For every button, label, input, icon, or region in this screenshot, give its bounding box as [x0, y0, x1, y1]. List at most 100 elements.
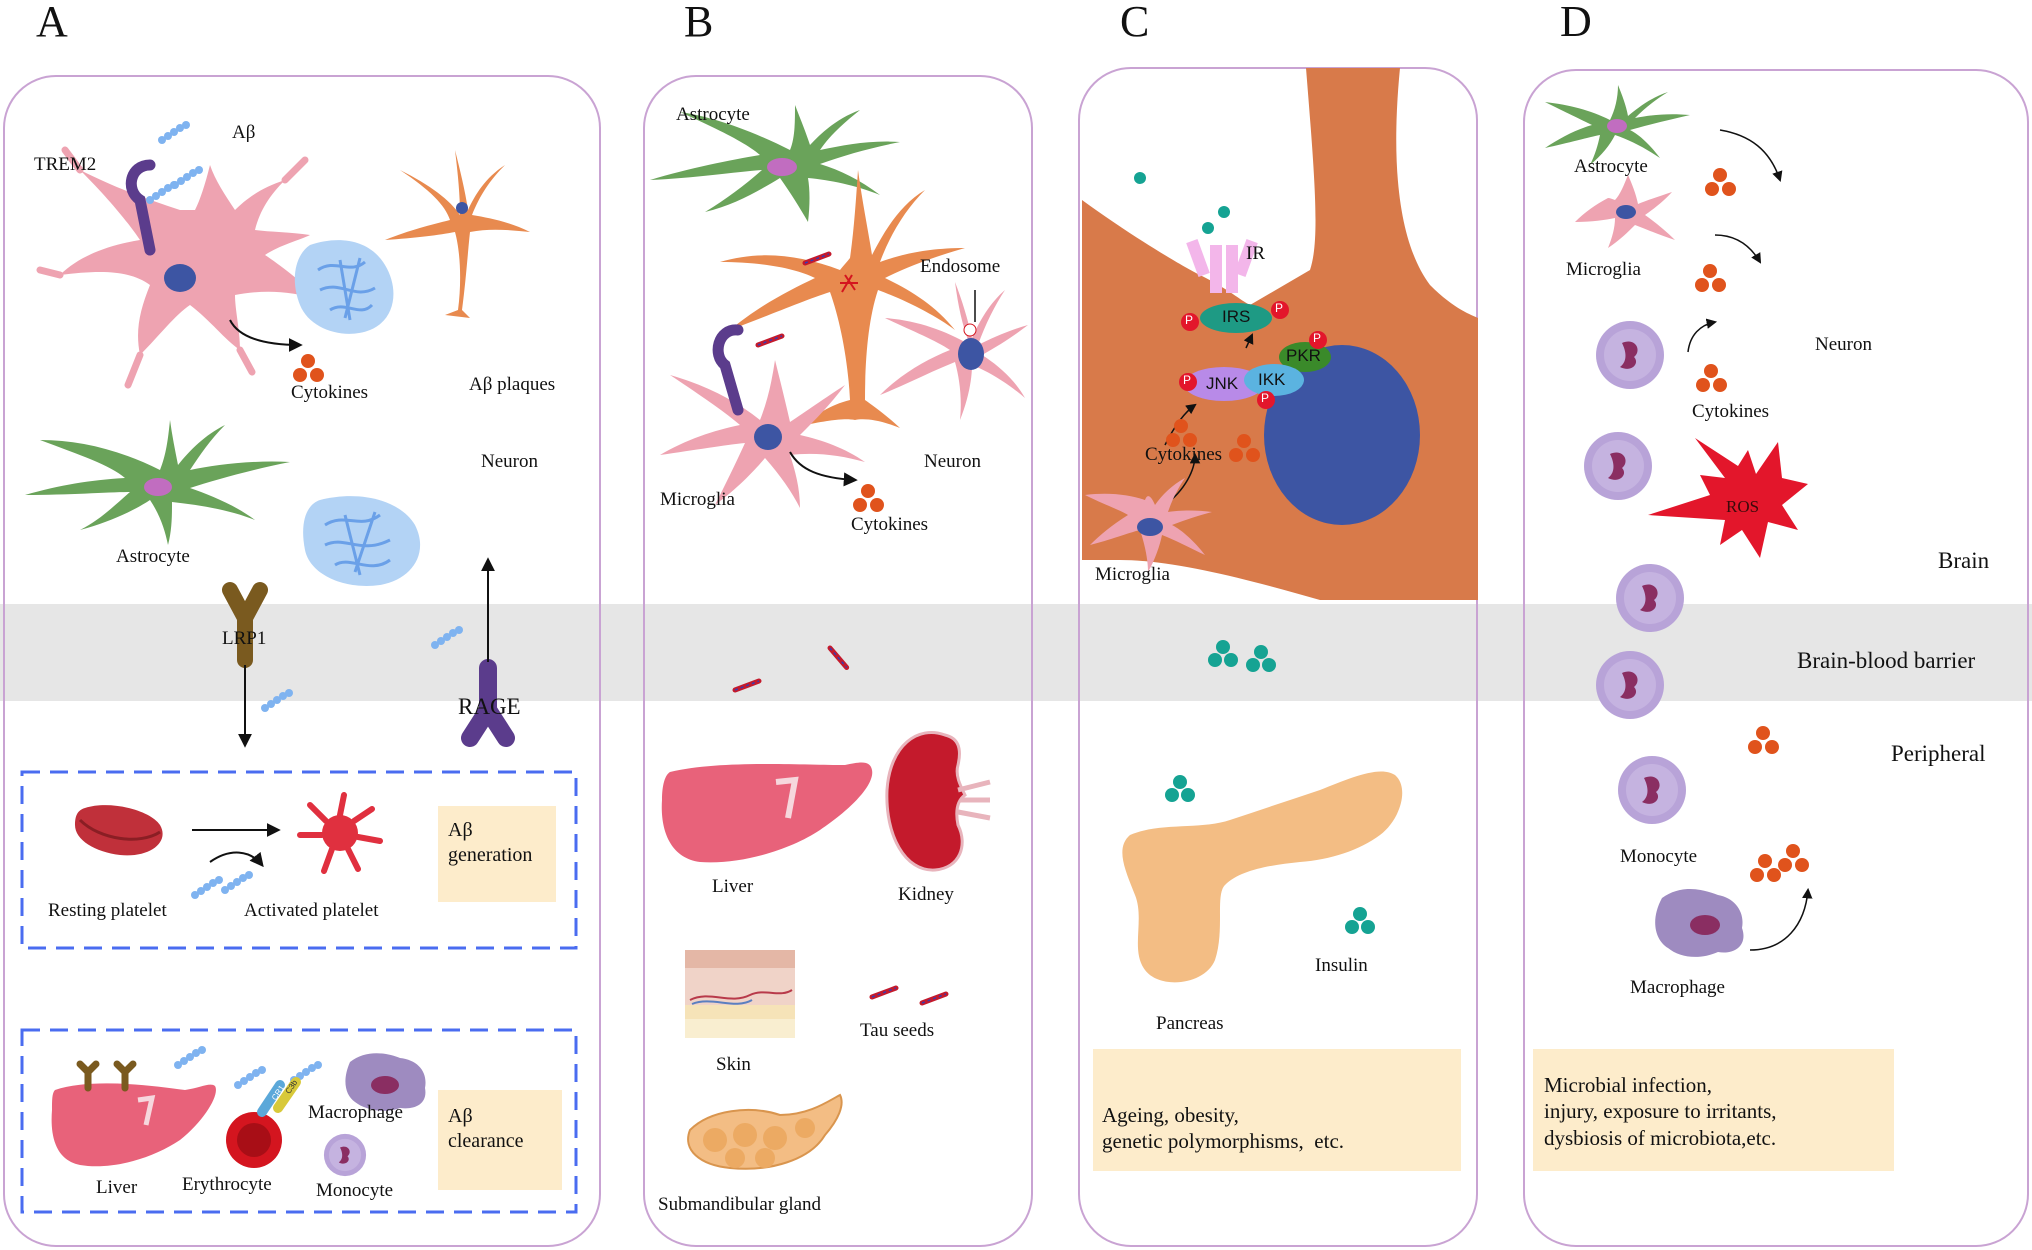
macrophage-label-a: Macrophage [308, 1102, 403, 1123]
abeta-plaque [294, 240, 394, 334]
clearance-line-1: Aβ [448, 1105, 473, 1127]
kidney-organ [885, 730, 991, 872]
cytokines-label-b: Cytokines [851, 514, 929, 535]
lrp1-receptor [222, 582, 268, 668]
monocyte-label-d: Monocyte [1620, 846, 1698, 867]
panel-d-graphics [1533, 85, 1894, 1171]
ros-label: ROS [1726, 497, 1760, 516]
cytokines-label-a: Cytokines [291, 382, 369, 403]
neuron-cell-b2 [880, 282, 1028, 420]
microglia-cell-b [660, 324, 865, 508]
pkr-label: PKR [1286, 346, 1321, 365]
abeta-plaques-label: Aβ plaques [469, 374, 556, 395]
skin-tissue [685, 950, 795, 1038]
neuron-cell-b [720, 170, 965, 428]
abeta-plaque-2 [303, 496, 421, 586]
submandibular-gland [687, 1093, 843, 1170]
panel-c-letter: C [1120, 0, 1150, 46]
risk-box-d [1533, 1049, 1894, 1171]
generation-dashed-box [20, 770, 578, 950]
liver-organ-a [51, 1060, 216, 1167]
erythrocyte-cell [226, 1077, 301, 1168]
risk-box-d-text: Microbial infection, injury, exposure to… [1544, 1072, 1777, 1151]
risk-box-c-text: Ageing, obesity, genetic polymorphisms, … [1102, 1102, 1344, 1155]
risk-d-line-1: Microbial infection, [1544, 1073, 1712, 1097]
panel-b-letter: B [684, 0, 714, 46]
microglia-cell-c [1085, 478, 1212, 572]
barrier-band [0, 604, 2032, 701]
ikk-label: IKK [1258, 370, 1286, 389]
neuron-label-a: Neuron [481, 451, 538, 472]
submandibular-label: Submandibular gland [658, 1194, 822, 1215]
cytokines-label-c: Cytokines [1145, 444, 1223, 465]
clearance-note-box [438, 1090, 562, 1190]
neuron-cell [385, 150, 530, 318]
liver-organ-b [661, 762, 873, 863]
erythrocyte-label: Erythrocyte [182, 1174, 272, 1195]
p-label-2: P [1275, 301, 1284, 315]
kidney-label: Kidney [898, 884, 954, 905]
clearance-box-text: Aβ clearance [448, 1104, 523, 1154]
microglia-cell-d [1575, 175, 1675, 248]
p-label-3: P [1313, 331, 1322, 345]
astrocyte-cell-d [1545, 85, 1690, 165]
risk-d-line-2: injury, exposure to irritants, [1544, 1099, 1777, 1124]
clearance-dashed-box [20, 1028, 578, 1214]
macrophage-label-d: Macrophage [1630, 977, 1725, 998]
astrocyte-label-b: Astrocyte [676, 104, 750, 125]
p-label-1: P [1185, 313, 1194, 327]
trem2-receptor [125, 159, 156, 256]
panel-a-frame [3, 75, 601, 1247]
panel-a-graphics: CR1 C3b [20, 121, 578, 1214]
panel-a-letter: A [36, 0, 68, 46]
microglia-cell [36, 146, 349, 389]
rage-receptor [461, 659, 515, 747]
risk-d-line-3: dysbiosis of microbiota,etc. [1544, 1125, 1777, 1150]
panel-b-frame [643, 75, 1033, 1247]
activated-platelet-label: Activated platelet [244, 900, 379, 921]
endosome-label: Endosome [920, 256, 1001, 277]
neuron-label-d: Neuron [1815, 334, 1872, 355]
jnk-label: JNK [1206, 374, 1239, 393]
insulin-receptor [1186, 239, 1258, 293]
tau-seeds-label: Tau seeds [860, 1020, 935, 1041]
ros-burst [1648, 438, 1808, 558]
risk-c-line-2: genetic polymorphisms, etc. [1102, 1129, 1345, 1154]
monocyte-label-a: Monocyte [316, 1180, 394, 1201]
irs-label: IRS [1222, 307, 1251, 326]
trem2-label: TREM2 [34, 154, 97, 175]
liver-label-b: Liver [712, 876, 754, 897]
panel-d-frame [1523, 69, 2029, 1247]
rage-label: RAGE [458, 694, 521, 719]
pancreas-label: Pancreas [1156, 1013, 1224, 1034]
ir-label: IR [1246, 243, 1265, 264]
panel-d-letter: D [1560, 0, 1592, 46]
activated-platelet [300, 795, 380, 871]
generation-box-text: Aβ generation [448, 818, 532, 868]
clearance-line-2: clearance [448, 1130, 524, 1152]
insulin-label: Insulin [1315, 955, 1368, 976]
cytokines-label-d: Cytokines [1692, 401, 1770, 422]
generation-line-2: generation [448, 844, 533, 866]
neuron-nucleus-c [1264, 345, 1420, 525]
astrocyte-cell-b [650, 105, 900, 222]
monocyte-cell-a [323, 1133, 367, 1177]
liver-label-a: Liver [96, 1177, 138, 1198]
panel-c-graphics [1082, 68, 1478, 1171]
microglia-label-d: Microglia [1566, 259, 1641, 280]
microglia-label-c: Microglia [1095, 564, 1170, 585]
resting-platelet-label: Resting platelet [48, 900, 167, 921]
macrophage-cell-a [345, 1053, 426, 1111]
barrier-region-label: Brain-blood barrier [1797, 648, 1976, 673]
resting-platelet [75, 805, 163, 856]
p-label-5: P [1261, 391, 1270, 405]
astrocyte-label-d: Astrocyte [1574, 156, 1648, 177]
abeta-label: Aβ [232, 122, 256, 143]
microglia-label-b: Microglia [660, 489, 735, 510]
panel-b-graphics [650, 105, 1028, 1170]
risk-box-c [1093, 1049, 1461, 1171]
astrocyte-cell [25, 420, 290, 545]
peripheral-region-label: Peripheral [1891, 741, 1986, 766]
neuron-label-b: Neuron [924, 451, 981, 472]
generation-note-box [438, 806, 556, 902]
